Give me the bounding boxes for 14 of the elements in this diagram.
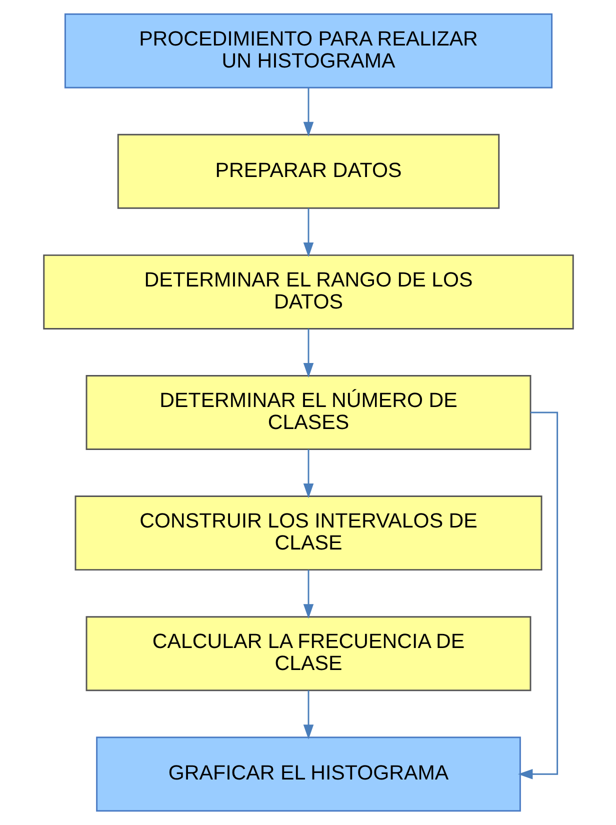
arrow (302, 88, 314, 137)
arrow (302, 570, 314, 619)
node-box: DETERMINAR EL NÚMERO DE CLASES (85, 375, 531, 450)
node-box: CONSTRUIR LOS INTERVALOS DE CLASE (74, 496, 542, 571)
arrow (517, 412, 558, 780)
node-box: PREPARAR DATOS (116, 134, 500, 209)
node-box: PROCEDIMIENTO PARA REALIZAR UN HISTOGRAMA (64, 13, 552, 88)
arrow (302, 690, 314, 740)
arrow (302, 328, 314, 378)
node-box: GRAFICAR EL HISTOGRAMA (96, 736, 520, 812)
node-box: DETERMINAR EL RANGO DE LOS DATOS (42, 254, 574, 330)
arrow (302, 208, 314, 258)
node-box: CALCULAR LA FRECUENCIA DE CLASE (85, 616, 531, 692)
arrow (302, 449, 314, 498)
